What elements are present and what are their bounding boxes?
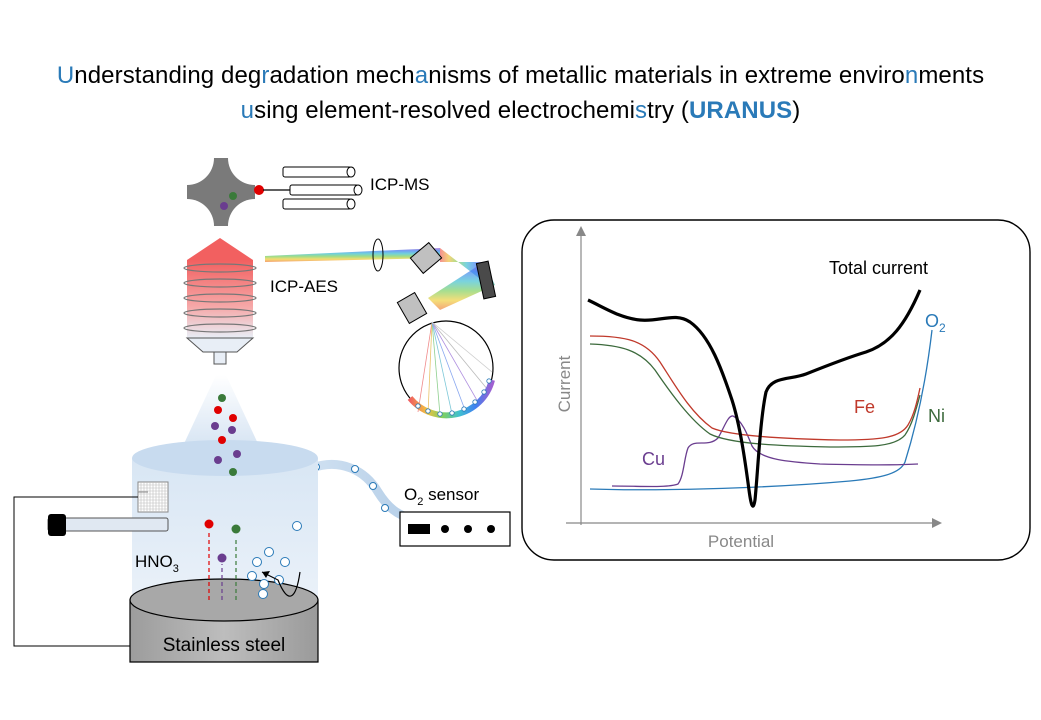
circuit-wires (13, 491, 148, 647)
sample-label: Stainless steel (163, 635, 286, 656)
series-label-o2: O2 (925, 311, 946, 335)
series-label-cu: Cu (642, 449, 665, 469)
y-axis-label: Current (555, 355, 574, 412)
title-line-1: Understanding degradation mechanisms of … (56, 62, 985, 89)
series-line-fe (589, 335, 921, 441)
chart-panel: Potential Current Total current Fe Ni Cu… (521, 219, 1031, 561)
icp-ms-detector-tubes (282, 166, 363, 210)
x-axis-label: Potential (708, 532, 774, 551)
page-title: Understanding degradation mechanisms of … (0, 58, 1041, 128)
series-line-total-current (587, 289, 922, 508)
icp-ms-label: ICP-MS (370, 175, 430, 194)
series-line-cu (611, 415, 919, 488)
series-label-ni: Ni (928, 406, 945, 426)
o2-sensor-box (399, 511, 511, 547)
bubble-arrow (261, 571, 301, 597)
icp-aes-beam (265, 238, 497, 325)
series-line-o2 (589, 329, 933, 491)
series-label-total-current: Total current (829, 258, 928, 278)
beaker (132, 440, 318, 600)
icp-torch (183, 238, 257, 365)
chart-axes (566, 226, 942, 528)
title-line-2: using element-resolved electrochemistry … (240, 97, 801, 124)
dissolution-arrows (204, 519, 241, 600)
icp-aes-label: ICP-AES (270, 277, 338, 296)
flow-tube (307, 460, 415, 523)
series-line-ni (589, 343, 921, 448)
hno3-label: HNO3 (135, 552, 179, 575)
series-label-fe: Fe (854, 397, 875, 417)
icp-ms-quadrupole (160, 131, 305, 253)
counter-electrode-mesh (137, 481, 169, 513)
oxygen-bubbles (247, 521, 302, 599)
rowland-circle (398, 320, 495, 419)
o2-sensor-label: O2 sensor (404, 485, 479, 508)
reference-electrode (47, 514, 169, 536)
stainless-steel-sample (129, 578, 319, 663)
aerosol-droplets (211, 394, 241, 476)
